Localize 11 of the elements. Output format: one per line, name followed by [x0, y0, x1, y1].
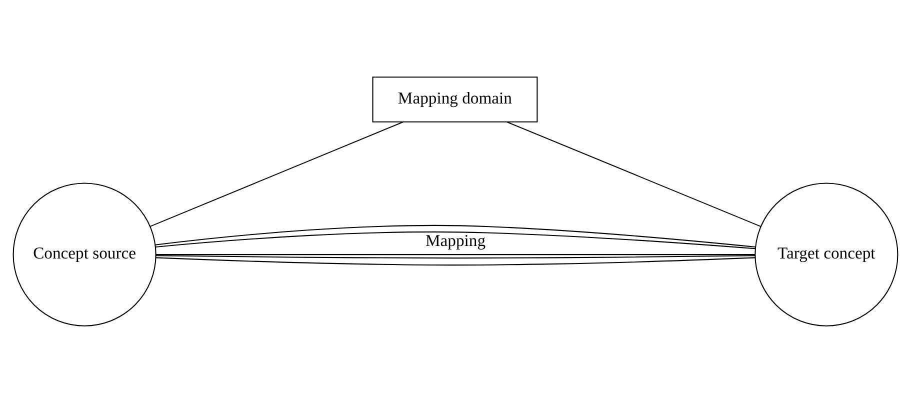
node-circle: Concept source: [12, 182, 156, 326]
connector: [155, 231, 755, 250]
edge-label: Mapping: [424, 231, 486, 250]
connector: [154, 224, 756, 248]
node-circle: Target concept: [754, 182, 898, 326]
connector: [155, 257, 755, 266]
connector: [506, 122, 760, 227]
connector: [149, 122, 403, 227]
node-box: Mapping domain: [372, 76, 538, 122]
connector: [155, 255, 755, 259]
connector: [156, 254, 755, 256]
